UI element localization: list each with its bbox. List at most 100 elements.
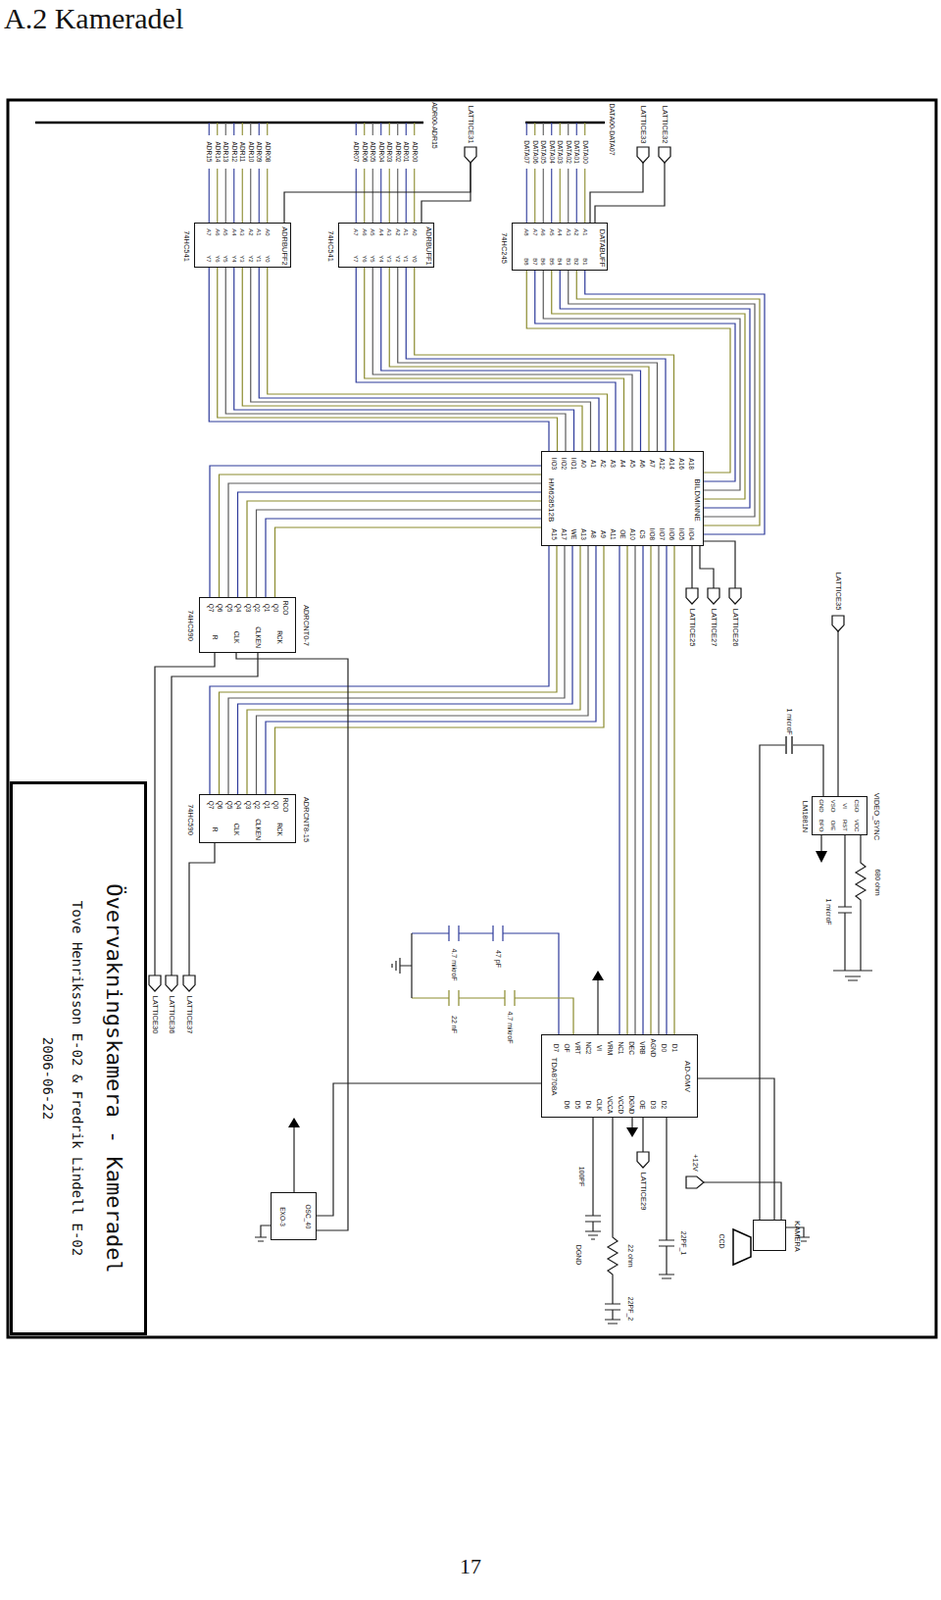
part-name: ADRCNT8-15 — [301, 796, 310, 842]
wire — [703, 1182, 782, 1220]
wire — [626, 545, 628, 1035]
component-value: 47 pF — [495, 949, 502, 968]
wire — [631, 1117, 633, 1128]
wire — [642, 545, 644, 1035]
net-flag: LATTICE29 — [637, 1151, 649, 1168]
part-name: OSC_40 — [304, 1204, 312, 1230]
component-value: 680 ohm — [874, 868, 882, 895]
wire — [535, 270, 736, 482]
flag-outline — [637, 147, 649, 163]
part-number: 74HC590 — [186, 609, 195, 642]
flag-outline — [183, 975, 196, 991]
wire — [526, 270, 731, 473]
wire — [209, 545, 549, 794]
part-name: ADRBUFF2 — [280, 226, 289, 266]
part-name: AD-OMV — [683, 1060, 692, 1092]
pin-names: RCO Q0 Q1 Q2 Q3 Q4 Q5 Q6 Q7 — [205, 797, 291, 812]
wire — [256, 509, 543, 597]
component-value: 4.7 mikroF — [450, 947, 458, 981]
part-name: KAMERA — [792, 1220, 801, 1252]
net-flag: LATTICE32 — [658, 147, 671, 163]
part-label: CCD — [718, 1233, 726, 1248]
resistor-symbol — [855, 835, 866, 971]
wire — [421, 162, 471, 223]
sheet-frame — [7, 99, 937, 1338]
pin-names: RCO Q0 Q1 Q2 Q3 Q4 Q5 Q6 Q7 — [205, 600, 291, 615]
net-flag: LATTICE35 — [832, 615, 844, 632]
power-arrow — [288, 1117, 300, 1128]
component-value: 22PF_2 — [627, 1296, 635, 1322]
part-number: 74HC541 — [326, 230, 335, 262]
wire — [837, 631, 839, 796]
wire — [189, 842, 215, 976]
wire-connector — [643, 1117, 644, 1152]
component-value: 1 microF — [825, 897, 833, 925]
title-text: Tove Henriksson E-02 & Fredrik Lindell E… — [70, 900, 85, 1256]
net-flag: LATTICE31 — [464, 147, 477, 163]
wire — [699, 545, 714, 589]
title-text: Övervakningskamera - Kameradel — [102, 883, 125, 1273]
flag-outline — [148, 975, 161, 991]
wire-connector — [697, 1078, 775, 1220]
flag-shape — [637, 1151, 649, 1168]
bus-connector — [619, 545, 675, 1035]
flag-outline — [165, 975, 178, 991]
pin-names: D1 D0 AGND VRB DEC NC1 VRM VI NC2 VRT OF… — [550, 1039, 681, 1058]
pin-names: A18 A16 A14 A12 A7 A6 A5 A4 A3 A2 A1 A0 … — [548, 457, 696, 470]
wire — [405, 267, 666, 451]
wire — [590, 162, 644, 223]
resistor-symbol — [604, 1117, 621, 1324]
wire — [256, 545, 590, 794]
flag-outline — [707, 588, 720, 604]
net-flag: LATTICE27 — [707, 588, 720, 604]
chip-box: KAMERA — [752, 1219, 787, 1251]
wire-connector — [590, 162, 644, 223]
wire-connector — [703, 541, 736, 589]
flag-shape — [729, 588, 742, 604]
net-flag-label: LATTICE36 — [167, 995, 176, 1035]
bus-bar — [35, 121, 605, 125]
pin-names: CSO VI VSO GND — [815, 798, 863, 812]
pin-names: A1 A2 A3 A4 A5 A6 A7 A8 — [522, 228, 590, 236]
wire — [265, 545, 596, 794]
wire — [275, 545, 605, 794]
wire-connector — [316, 1083, 542, 1216]
wire — [316, 1083, 542, 1216]
ground-arrow — [626, 1127, 639, 1138]
net-flag-label: LATTICE26 — [731, 608, 740, 647]
bus-connector — [209, 545, 604, 794]
part-number: HM628512B — [546, 478, 555, 522]
flag-shape — [637, 147, 649, 163]
flag-shape — [707, 588, 720, 604]
net-flag: LATTICE33 — [637, 147, 649, 163]
wire — [634, 545, 636, 1035]
wire — [691, 545, 693, 589]
camera-symbol — [733, 1229, 751, 1265]
ground-arrow — [815, 850, 828, 863]
component-value: 22PF_1 — [680, 1231, 688, 1256]
wire — [697, 1078, 775, 1220]
bus-connector — [209, 465, 542, 597]
net-names: ADR08 ADR09 ADR10 ADR11 ADR12 ADR13 ADR1… — [204, 142, 272, 163]
flag-outline — [637, 1151, 649, 1168]
component-value: 22 ohm — [627, 1243, 635, 1267]
part-number: 74HC541 — [182, 230, 191, 262]
wire-connector — [236, 652, 348, 1231]
net-flag-label: LATTICE29 — [639, 1172, 647, 1211]
part-name: VIDEO_SYNC — [872, 792, 881, 841]
wire — [265, 518, 542, 597]
wire-connector — [692, 545, 694, 589]
flag-shape — [832, 615, 844, 632]
part-name: ADRBUFF1 — [424, 226, 433, 266]
net-flag-label: LATTICE25 — [688, 608, 696, 647]
wire — [247, 500, 542, 597]
title-text: 2006-06-22 — [41, 1037, 55, 1120]
flag-outline — [832, 615, 844, 632]
flag-shape — [658, 147, 671, 163]
net-flag-label: LATTICE35 — [834, 572, 842, 611]
wire — [673, 545, 675, 1035]
bus-wire — [217, 122, 586, 223]
power-arrow — [592, 970, 604, 981]
wire — [238, 545, 574, 794]
flag-outline — [686, 588, 698, 604]
